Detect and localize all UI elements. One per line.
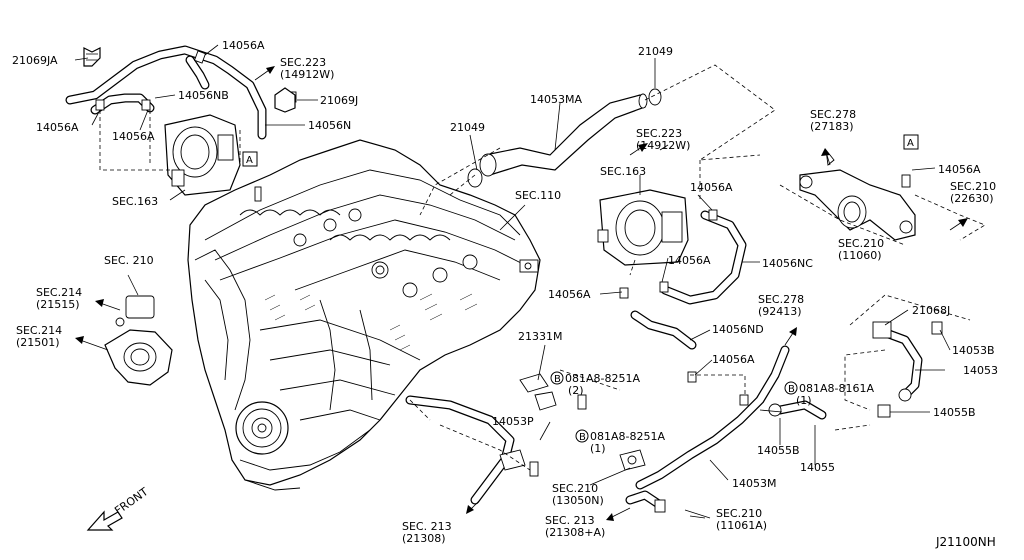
leader-lines [74,44,951,519]
label-sec163-b: SEC.163 [600,165,646,178]
gasket-21331M [519,373,549,393]
label-sec213-a: SEC. 213 [402,520,452,533]
label-sec278-a: SEC.278 [810,108,856,121]
label-bolt2: 081A8-8161A [799,382,874,395]
label-b3: B [579,432,586,443]
throttle-body-left [164,114,241,196]
label-b2: B [788,384,795,395]
bolt-marker-b-3 [575,429,589,443]
label-14056A-r2: 14056A [938,163,981,176]
hose-clamps-center [619,209,718,383]
reference-box-a-right [903,134,919,150]
label-21331M: 21331M [518,330,562,343]
label-14056A-r5: 14056A [712,353,755,366]
engine-block [187,139,541,491]
label-bolt1: 081A8-8251A [565,372,640,385]
label-21069JA: 21069JA [12,54,58,67]
label-21069J: 21069J [320,94,358,107]
reference-box-a-left [242,151,258,167]
pipe-14053P [405,391,587,505]
label-14056NB: 14056NB [178,89,229,102]
label-sec213-b-sub: (21308+A) [545,526,605,539]
label-bolt3-qty: (1) [590,442,606,455]
label-sec223-b-sub: (14912W) [636,139,690,152]
label-bolt1-qty: (2) [568,384,584,397]
throttle-body-center [597,189,689,266]
label-sec223-a-sub: (14912W) [280,68,334,81]
water-pipe-14053 [872,321,943,418]
label-sec214-b: SEC.214 [16,324,62,337]
hose-14056NC [660,210,747,305]
label-sec163-a: SEC.163 [112,195,158,208]
label-14056A-r3: 14056A [668,254,711,267]
water-pipe-14053M [625,345,790,513]
label-21049-top: 21049 [638,45,673,58]
label-sec223-b: SEC.223 [636,127,682,140]
bolt-marker-b-2 [784,381,798,395]
label-14056NC: 14056NC [762,257,813,270]
label-front: FRONT [112,485,150,517]
label-14053P: 14053P [492,415,534,428]
label-14055B-right: 14055B [933,406,976,419]
label-b1: B [554,374,561,385]
clip-21069J [274,87,296,113]
label-box-a-right: A [907,138,914,149]
dashed-leader-lines [99,64,986,471]
label-21068J: 21068J [912,304,950,317]
label-14055B-low: 14055B [757,444,800,457]
label-sec214-a-sub: (21515) [36,298,80,311]
label-14056A-r1: 14056A [690,181,733,194]
clip-21069JA [83,47,101,67]
diagram-code: J21100NH [935,535,996,549]
water-outlet-11060 [799,148,916,241]
label-14056A-r4: 14056A [548,288,591,301]
label-14053M: 14053M [732,477,776,490]
label-14053: 14053 [963,364,998,377]
label-14056ND: 14056ND [712,323,764,336]
bolt-marker-b-1 [550,371,564,385]
label-bolt2-qty: (1) [796,394,812,407]
flange-13050N [619,449,646,471]
label-sec210-e-sub: (11061A) [716,519,767,532]
arrows [75,66,968,521]
label-sec210-b: SEC.210 [838,237,884,250]
label-sec110: SEC.110 [515,189,561,202]
part-labels: 21069JA 14056A SEC.223 (14912W) 14056NB … [12,39,998,549]
label-sec213-a-sub: (21308) [402,532,446,545]
thermostat-housing [104,295,173,386]
label-sec278-a-sub: (27183) [810,120,854,133]
front-arrow-icon [86,510,123,531]
label-21049-mid: 21049 [450,121,485,134]
label-sec210-a: SEC.210 [950,180,996,193]
label-14056A-left: 14056A [36,121,79,134]
label-sec210-d: SEC.210 [552,482,598,495]
label-sec214-b-sub: (21501) [16,336,60,349]
label-14053MA: 14053MA [530,93,582,106]
label-bolt3: 081A8-8251A [590,430,665,443]
label-14056A-top: 14056A [222,39,265,52]
coolant-pipe-14053MA [467,88,662,188]
label-sec278-b-sub: (92413) [758,305,802,318]
label-14056N: 14056N [308,119,351,132]
label-sec210-c: SEC. 210 [104,254,154,267]
label-sec214-a: SEC.214 [36,286,82,299]
label-sec278-b: SEC.278 [758,293,804,306]
label-14055: 14055 [800,461,835,474]
hose-14056ND [630,310,697,350]
label-sec210-a-sub: (22630) [950,192,994,205]
label-14056A-mid: 14056A [112,130,155,143]
label-box-a-left: A [246,155,253,166]
label-sec223-a: SEC.223 [280,56,326,69]
label-14053B: 14053B [952,344,995,357]
label-sec210-e: SEC.210 [716,507,762,520]
label-sec210-d-sub: (13050N) [552,494,604,507]
label-sec213-b: SEC. 213 [545,514,595,527]
hose-assembly-14056N [65,45,267,140]
label-sec210-b-sub: (11060) [838,249,882,262]
hose-14055 [768,400,827,420]
